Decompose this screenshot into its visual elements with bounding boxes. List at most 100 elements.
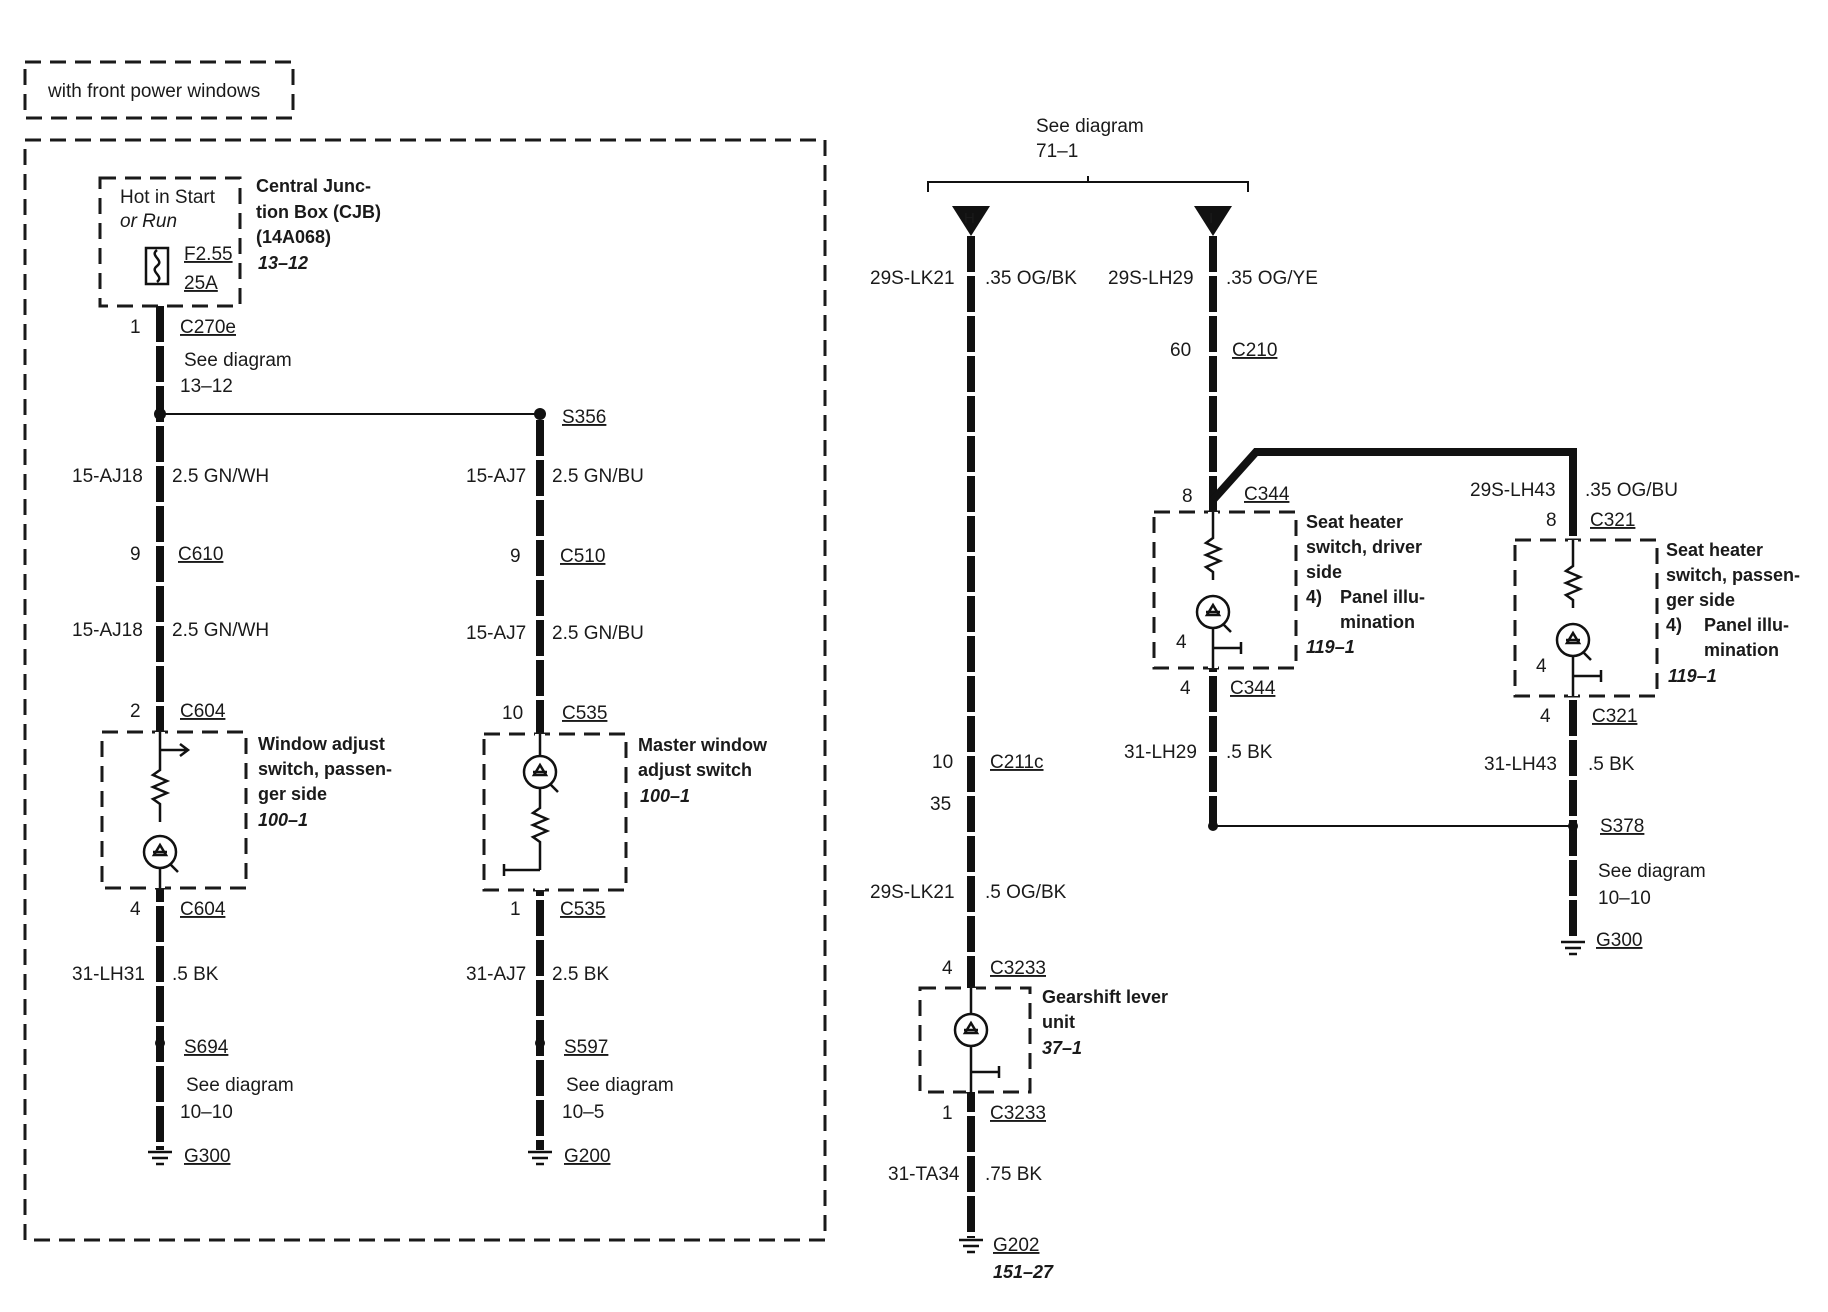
driver-ref: 119–1 bbox=[1306, 637, 1355, 657]
mid-w3-circuit: 31-AJ7 bbox=[466, 964, 526, 985]
ground-icon-g200 bbox=[528, 1150, 552, 1166]
ground-icon-g202 bbox=[959, 1238, 983, 1254]
connector-i-letter: I bbox=[1209, 210, 1213, 227]
cjb-fuse: F2.55 bbox=[184, 244, 233, 265]
connector-h-icon bbox=[952, 206, 990, 236]
c535-bot-label: C535 bbox=[560, 899, 605, 920]
splice-dot-s356 bbox=[534, 408, 546, 420]
c604-bot-label: C604 bbox=[180, 899, 226, 920]
left-see-1: See diagram bbox=[186, 1075, 294, 1096]
c344-top-pin: 8 bbox=[1182, 486, 1193, 507]
splice-dot-s597 bbox=[535, 1038, 545, 1048]
driver-switch-lamp-icon bbox=[1195, 594, 1231, 630]
c321-bot-label: C321 bbox=[1592, 706, 1637, 727]
cjb-ref: 13–12 bbox=[258, 253, 308, 273]
c3233-top-label: C3233 bbox=[990, 958, 1046, 979]
c210-pin: 60 bbox=[1170, 340, 1191, 361]
c604-top-label: C604 bbox=[180, 701, 226, 722]
window-switch-resistor-icon bbox=[149, 732, 191, 822]
gear-w2-gauge: .5 OG/BK bbox=[985, 882, 1067, 903]
c604-bot-pin: 4 bbox=[130, 899, 141, 920]
fuse-icon bbox=[144, 246, 170, 286]
window-switch-ref: 100–1 bbox=[258, 810, 308, 830]
c604-top-pin: 2 bbox=[130, 701, 141, 722]
cjb-power-1: Hot in Start bbox=[120, 187, 216, 208]
driver-w1-circuit: 29S-LH29 bbox=[1108, 268, 1194, 289]
pass-see-2: 10–10 bbox=[1598, 888, 1651, 909]
power-windows-frame bbox=[23, 138, 827, 1242]
mid-w1-gauge: 2.5 GN/BU bbox=[552, 466, 644, 487]
ground-icon-g300-right bbox=[1561, 940, 1585, 956]
left-w1-circuit: 15-AJ18 bbox=[72, 466, 143, 487]
left-w2-circuit: 15-AJ18 bbox=[72, 620, 143, 641]
mid-see-2: 10–5 bbox=[562, 1102, 604, 1123]
driver-panel-2: mination bbox=[1340, 612, 1415, 632]
gear-w2-circuit: 29S-LK21 bbox=[870, 882, 955, 903]
master-switch-box bbox=[482, 732, 628, 892]
splice-s356: S356 bbox=[562, 407, 606, 428]
gearshift-switch-icon bbox=[962, 988, 1001, 1092]
pass-w2-circuit: 31-LH43 bbox=[1484, 754, 1557, 775]
gearshift-name-2: unit bbox=[1042, 1012, 1075, 1032]
cjb-connector: C270e bbox=[180, 317, 236, 338]
master-switch-name-2: adjust switch bbox=[638, 760, 752, 780]
cjb-see-2: 13–12 bbox=[180, 376, 233, 397]
driver-switch-resistor-icon bbox=[1202, 512, 1243, 668]
pass-switch-name-3: ger side bbox=[1666, 590, 1735, 610]
c610-label: C610 bbox=[178, 544, 223, 565]
c510-pin: 9 bbox=[510, 546, 521, 567]
c3233-bot-pin: 1 bbox=[942, 1103, 953, 1124]
window-switch-box bbox=[100, 730, 248, 890]
pass-w2-gauge: .5 BK bbox=[1588, 754, 1635, 775]
left-w2-gauge: 2.5 GN/WH bbox=[172, 620, 269, 641]
cjb-name-1: Central Junc- bbox=[256, 176, 371, 196]
pass-panel-2: mination bbox=[1704, 640, 1779, 660]
c321-bot-pin: 4 bbox=[1540, 706, 1551, 727]
driver-switch-name-2: switch, driver bbox=[1306, 537, 1422, 557]
master-switch-name-1: Master window bbox=[638, 735, 768, 755]
driver-inner-pin: 4 bbox=[1176, 632, 1187, 653]
frame-title-box bbox=[23, 60, 295, 120]
mid-w2-gauge: 2.5 GN/BU bbox=[552, 623, 644, 644]
c610-pin: 9 bbox=[130, 544, 141, 565]
left-ground: G300 bbox=[184, 1146, 230, 1167]
gear-ground-ref: 151–27 bbox=[993, 1262, 1054, 1282]
left-w1-gauge: 2.5 GN/WH bbox=[172, 466, 269, 487]
pass-ref: 119–1 bbox=[1668, 666, 1717, 686]
c510-label: C510 bbox=[560, 546, 605, 567]
mid-ground: G200 bbox=[564, 1146, 610, 1167]
mid-w1-circuit: 15-AJ7 bbox=[466, 466, 526, 487]
cjb-see-1: See diagram bbox=[184, 350, 292, 371]
splice-dot-s378 bbox=[1568, 821, 1578, 831]
c535-bot-pin: 1 bbox=[510, 899, 521, 920]
cjb-box bbox=[98, 176, 242, 308]
window-switch-name-3: ger side bbox=[258, 784, 327, 804]
driver-w2-circuit: 31-LH29 bbox=[1124, 742, 1197, 763]
mid-w3-gauge: 2.5 BK bbox=[552, 964, 609, 985]
gear-ground: G202 bbox=[993, 1235, 1039, 1256]
pass-panel-num: 4) bbox=[1666, 615, 1682, 635]
splice-dot-driver bbox=[1208, 821, 1218, 831]
splice-s597: S597 bbox=[564, 1037, 608, 1058]
driver-switch-name-1: Seat heater bbox=[1306, 512, 1403, 532]
splice-s378: S378 bbox=[1600, 816, 1644, 837]
driver-panel-1: Panel illu- bbox=[1340, 587, 1425, 607]
driver-switch-name-3: side bbox=[1306, 562, 1342, 582]
gear-w1-gauge: .35 OG/BK bbox=[985, 268, 1077, 289]
mid-w2-circuit: 15-AJ7 bbox=[466, 623, 526, 644]
left-see-2: 10–10 bbox=[180, 1102, 233, 1123]
cjb-power-2: or Run bbox=[120, 211, 177, 232]
window-switch-name-2: switch, passen- bbox=[258, 759, 392, 779]
c344-bot-label: C344 bbox=[1230, 678, 1276, 699]
c210-label: C210 bbox=[1232, 340, 1277, 361]
wire-driver-to-passenger bbox=[1210, 448, 1577, 503]
master-switch-ref: 100–1 bbox=[640, 786, 690, 806]
c321-top-pin: 8 bbox=[1546, 510, 1557, 531]
c211c-label: C211c bbox=[990, 752, 1044, 773]
pass-inner-pin: 4 bbox=[1536, 656, 1547, 677]
cjb-name-3: (14A068) bbox=[256, 227, 331, 247]
pass-w1-gauge: .35 OG/BU bbox=[1585, 480, 1678, 501]
c3233-top-pin: 4 bbox=[942, 958, 953, 979]
cjb-name-2: tion Box (CJB) bbox=[256, 202, 381, 222]
